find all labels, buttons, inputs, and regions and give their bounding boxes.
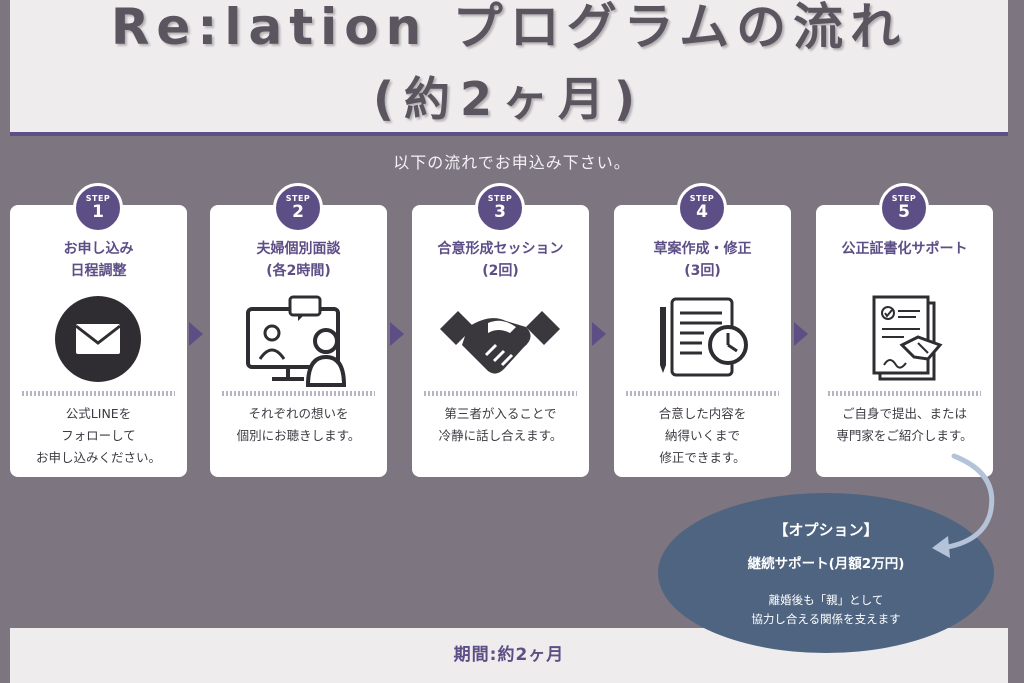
step-card-3: 合意形成セッション(2回) 第三者が入ることで冷静に話し合えます。 [412, 205, 589, 477]
step-title: 夫婦個別面談(各2時間) [256, 241, 341, 279]
step-card-2: 夫婦個別面談(各2時間) それぞれの想いを個別にお聴きします。 [210, 205, 387, 477]
step-description: ご自身で提出、または専門家をご紹介します。 [836, 406, 973, 443]
card-divider [828, 391, 981, 396]
option-title: 【オプション】 [773, 521, 879, 539]
period-label: 期間:約2ヶ月 [453, 645, 565, 665]
contract-icon [844, 293, 964, 389]
step-card-5: 公正証書化サポート ご自身で提出、または専門家をご紹介します。 [816, 205, 993, 477]
title-band: Re:lation プログラムの流れ (約2ヶ月) [10, 0, 1008, 136]
option-description: 離婚後も「親」として協力し合える関係を支えます [751, 593, 901, 626]
arrow-right-icon [592, 322, 606, 346]
step-title: 合意形成セッション(2回) [437, 241, 564, 279]
arrow-right-icon [390, 322, 404, 346]
draft-clock-icon [642, 293, 762, 389]
card-divider [222, 391, 375, 396]
arrow-right-icon [794, 322, 808, 346]
step-title: お申し込み日程調整 [63, 241, 134, 279]
subtitle: 以下の流れでお申込み下さい。 [393, 153, 631, 172]
handshake-icon [440, 293, 560, 389]
card-divider [626, 391, 779, 396]
option-bubble: 【オプション】 継続サポート(月額2万円) 離婚後も「親」として協力し合える関係… [658, 493, 994, 653]
card-divider [424, 391, 577, 396]
step-description: 合意した内容を納得いくまで修正できます。 [658, 406, 747, 465]
curved-arrow-icon [920, 448, 1010, 568]
step-title: 草案作成・修正(3回) [653, 241, 752, 279]
step-description: 第三者が入ることで冷静に話し合えます。 [438, 406, 563, 443]
video-call-icon [238, 293, 358, 389]
step-card-4: 草案作成・修正(3回) 合意した内容を納得いくまで修正できます。 [614, 205, 791, 477]
step-description: それぞれの想いを個別にお聴きします。 [236, 406, 361, 443]
card-divider [22, 391, 175, 396]
option-subtitle: 継続サポート(月額2万円) [747, 556, 905, 572]
step-description: 公式LINEをフォローしてお申し込みください。 [35, 406, 161, 465]
page-title-line1: Re:lation プログラムの流れ [110, 0, 908, 56]
step-card-1: お申し込み日程調整 公式LINEをフォローしてお申し込みください。 [10, 205, 187, 477]
arrow-right-icon [189, 322, 203, 346]
page-title-line2: (約2ヶ月) [372, 72, 646, 126]
step-title: 公正証書化サポート [841, 241, 968, 257]
mail-icon [38, 293, 158, 389]
